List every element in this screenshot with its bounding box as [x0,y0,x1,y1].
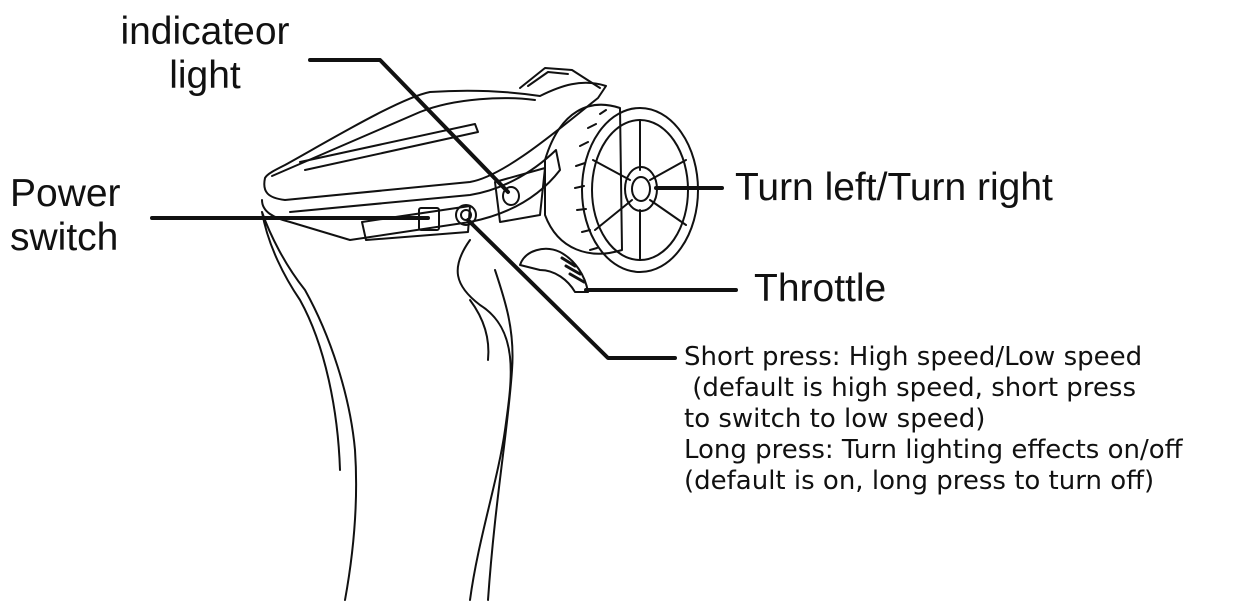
description-line: Short press: High speed/Low speed [684,342,1143,372]
indicator-light-label: indicateor light [110,10,300,98]
side-panel [261,149,561,241]
throttle-trigger [519,247,589,293]
wheel-spokes [592,119,687,261]
button-description: Short press: High speed/Low speed (defau… [684,342,1183,497]
mode-button-shape [455,204,477,226]
button-leader [466,218,677,360]
indicator-label-line: light [169,54,241,97]
throttle-label: Throttle [754,267,887,310]
wheel-hub-inner [631,176,651,202]
indicator-label-line: indicateor [120,10,290,53]
power-label-line: switch [10,216,119,259]
grip-front [487,269,514,601]
side-fin [519,67,601,89]
indicator-light-shape [502,186,520,206]
wheel-collar [544,103,623,255]
throttle-ridges [560,256,586,284]
top-shell [263,81,607,201]
indicator-leader [308,58,510,194]
description-line: (default is on, long press to turn off) [684,466,1155,496]
grip-edge [469,299,490,361]
side-panel-slot [494,167,546,223]
wheel-hub [624,166,658,212]
wheel-treads [574,109,607,251]
power-switch-label: Power switch [10,172,121,260]
description-line: Long press: Turn lighting effects on/off [684,435,1183,465]
grip-outline [261,211,358,601]
description-line: to switch to low speed) [684,404,986,434]
power-label-line: Power [10,172,121,215]
top-shell-inner [271,97,536,177]
side-fin-inner [527,71,569,87]
turn-label: Turn left/Turn right [735,166,1053,209]
description-line: (default is high speed, short press [684,373,1137,403]
top-groove [299,123,479,171]
power-switch-recess [361,205,471,241]
